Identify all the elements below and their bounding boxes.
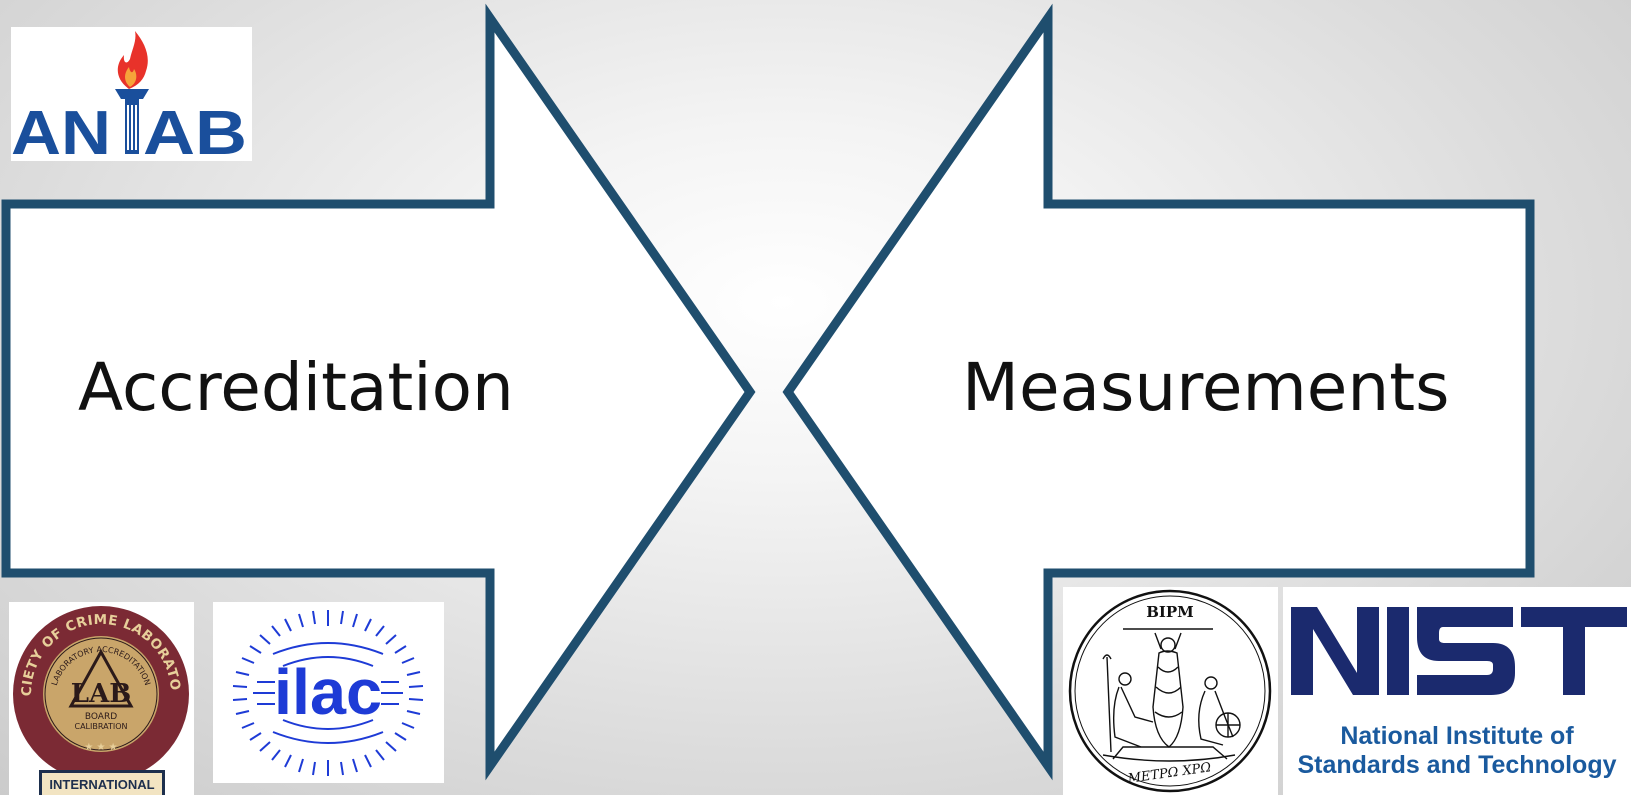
measurements-label: Measurements: [962, 349, 1450, 426]
svg-text:★ ★ ★: ★ ★ ★: [84, 742, 117, 753]
right-arrow-shape: [782, 3, 1535, 781]
svg-text:CALIBRATION: CALIBRATION: [75, 722, 128, 731]
ilac-wordmark: ilac: [274, 656, 382, 728]
accreditation-label: Accreditation: [78, 349, 514, 426]
left-arrow-shape: [1, 3, 756, 781]
ilac-tick-ring: [232, 610, 424, 776]
bipm-seal-logo: BIPM METPΩ XPΩ: [1063, 587, 1278, 795]
anab-logo: AN AB: [11, 27, 252, 161]
torch-icon: [115, 89, 149, 99]
anab-wordmark: AN: [11, 99, 111, 161]
ascld-lab-logo: AMERICAN SOCIETY OF CRIME LABORATORY DIR…: [9, 602, 194, 795]
seal-figures-icon: [1102, 628, 1241, 762]
svg-text:BIPM: BIPM: [1146, 603, 1194, 621]
ilac-logo: ilac: [213, 602, 444, 783]
nist-subtitle-line2: Standards and Technology: [1297, 751, 1617, 779]
svg-text:BOARD: BOARD: [85, 712, 117, 722]
lab-triangle-icon: [68, 648, 134, 708]
nist-subtitle-line1: National Institute of: [1340, 722, 1574, 750]
nist-logo: National Institute of Standards and Tech…: [1283, 587, 1631, 795]
svg-text:LAB: LAB: [71, 679, 131, 709]
svg-text:INTERNATIONAL: INTERNATIONAL: [49, 777, 154, 792]
nist-wordmark: [1291, 607, 1627, 695]
svg-text:AB: AB: [143, 99, 247, 161]
